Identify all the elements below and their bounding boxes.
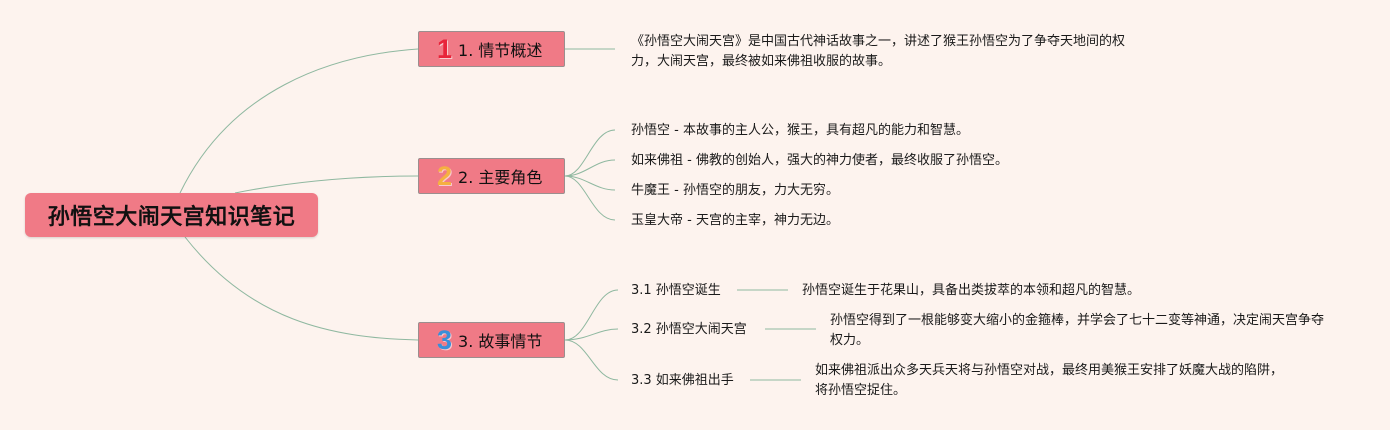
number-1-icon: 1 — [437, 33, 453, 64]
plot-item-detail: 孙悟空得到了一根能够变大缩小的金箍棒，并学会了七十二变等神通，决定闹天宫争夺权力… — [830, 313, 1325, 348]
connector-character-2 — [564, 159, 616, 177]
branch-story-plot[interactable]: 3 3. 故事情节 — [418, 322, 565, 358]
connector-character-1 — [564, 129, 616, 177]
connector-root-branch-2 — [234, 175, 419, 194]
connector-plot-3 — [564, 339, 619, 381]
connector-root-branch-1 — [179, 48, 419, 194]
root-topic[interactable]: 孙悟空大闹天宫知识笔记 — [25, 193, 318, 237]
connector-root-branch-3 — [184, 236, 419, 341]
number-3-icon: 3 — [437, 324, 453, 355]
plot-item-detail: 如来佛祖派出众多天兵天将与孙悟空对战，最终用美猴王安排了妖魔大战的陷阱，将孙悟空… — [815, 363, 1284, 398]
character-item: 牛魔王 - 孙悟空的朋友，力大无穷。 — [631, 183, 839, 198]
plot-item-title[interactable]: 3.3 如来佛祖出手 — [631, 373, 734, 388]
connector-plot-2 — [564, 328, 619, 341]
branch-label: 1. 情节概述 — [458, 41, 543, 60]
branch-label: 3. 故事情节 — [458, 332, 543, 351]
number-2-icon: 2 — [437, 160, 453, 191]
branch-label: 2. 主要角色 — [458, 168, 543, 187]
character-item: 如来佛祖 - 佛教的创始人，强大的神力使者，最终收服了孙悟空。 — [631, 153, 1008, 168]
connector-character-4 — [564, 175, 616, 221]
root-title: 孙悟空大闹天宫知识笔记 — [47, 205, 296, 230]
branch-main-characters[interactable]: 2 2. 主要角色 — [418, 158, 565, 194]
plot-item-title[interactable]: 3.2 孙悟空大闹天宫 — [631, 322, 747, 337]
character-item: 孙悟空 - 本故事的主人公，猴王，具有超凡的能力和智慧。 — [631, 123, 969, 138]
plot-overview-summary: 《孙悟空大闹天宫》是中国古代神话故事之一，讲述了猴王孙悟空为了争夺天地间的权力，… — [631, 34, 1126, 69]
character-item: 玉皇大帝 - 天宫的主宰，神力无边。 — [631, 213, 839, 228]
plot-item-detail: 孙悟空诞生于花果山，具备出类拔萃的本领和超凡的智慧。 — [802, 283, 1141, 298]
branch-plot-overview[interactable]: 1 1. 情节概述 — [418, 31, 565, 67]
plot-item-title[interactable]: 3.1 孙悟空诞生 — [631, 283, 721, 298]
connector-plot-1 — [564, 289, 619, 341]
